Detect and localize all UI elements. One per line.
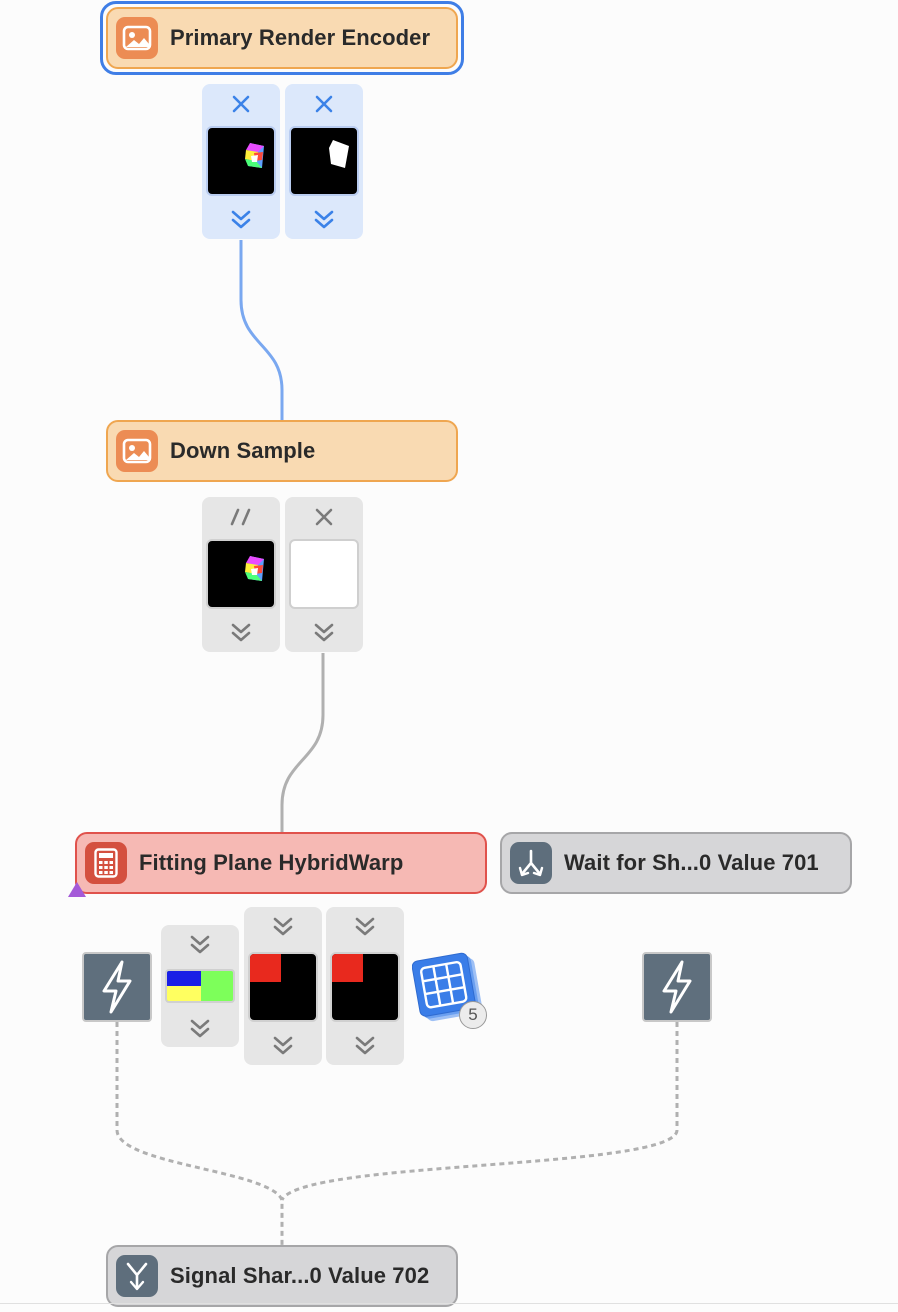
attachment-slot-color[interactable] xyxy=(202,497,280,652)
wire-downsample-to-fitting xyxy=(280,653,325,832)
grid-stack-icon xyxy=(411,952,483,1022)
selection-outline xyxy=(100,1,464,75)
texture-thumbnail[interactable] xyxy=(248,952,318,1022)
chevron-double-down-icon[interactable] xyxy=(202,617,280,647)
wire-trigger-left-to-signal xyxy=(115,1022,284,1246)
node-title: Wait for Sh...0 Value 701 xyxy=(564,850,819,875)
texture-thumbnail[interactable] xyxy=(289,126,359,196)
calculator-icon xyxy=(85,842,127,884)
texture-output-slot[interactable] xyxy=(326,907,404,1065)
buffer-input-slot[interactable] xyxy=(161,925,239,1047)
count-badge: 5 xyxy=(459,1001,487,1029)
image-icon xyxy=(116,430,158,472)
node-title: Down Sample xyxy=(170,438,316,463)
texture-input-slot[interactable] xyxy=(244,907,322,1065)
chevron-double-down-icon[interactable] xyxy=(285,617,363,647)
texture-thumbnail[interactable] xyxy=(330,952,400,1022)
node-wait-for-shared-event[interactable]: Wait for Sh...0 Value 701 xyxy=(500,832,852,894)
image-icon xyxy=(116,17,158,59)
wire-encoder-to-downsample xyxy=(239,240,284,420)
chevron-double-down-icon[interactable] xyxy=(161,929,239,959)
chevron-double-down-icon[interactable] xyxy=(285,204,363,234)
chevron-double-down-icon[interactable] xyxy=(161,1013,239,1043)
bottom-divider xyxy=(0,1303,898,1304)
merge-icon xyxy=(116,1255,158,1297)
chevron-double-down-icon[interactable] xyxy=(326,911,404,941)
attachment-slot-depth[interactable] xyxy=(285,84,363,239)
close-icon[interactable] xyxy=(202,89,280,119)
event-trigger-right[interactable] xyxy=(642,952,712,1022)
warning-indicator-icon[interactable] xyxy=(68,882,86,897)
node-title: Signal Shar...0 Value 702 xyxy=(170,1263,430,1288)
event-trigger-left[interactable] xyxy=(82,952,152,1022)
node-title: Fitting Plane HybridWarp xyxy=(139,850,404,875)
texture-thumbnail[interactable] xyxy=(289,539,359,609)
close-icon[interactable] xyxy=(285,89,363,119)
lightning-bolt-icon xyxy=(662,960,692,1014)
lightning-bolt-icon xyxy=(102,960,132,1014)
buffer-thumbnail[interactable] xyxy=(165,969,235,1003)
resource-stack[interactable]: 5 xyxy=(411,950,492,1030)
wire-trigger-right-to-signal xyxy=(280,1022,679,1201)
node-primary-render-encoder[interactable]: Primary Render Encoder xyxy=(106,7,458,69)
chevron-double-down-icon[interactable] xyxy=(244,1030,322,1060)
chevron-double-down-icon[interactable] xyxy=(202,204,280,234)
attachment-slot-depth[interactable] xyxy=(285,497,363,652)
texture-thumbnail[interactable] xyxy=(206,126,276,196)
chevron-double-down-icon[interactable] xyxy=(244,911,322,941)
node-fitting-plane-hybridwarp[interactable]: Fitting Plane HybridWarp xyxy=(75,832,487,894)
close-icon[interactable] xyxy=(285,502,363,532)
chevron-double-down-icon[interactable] xyxy=(326,1030,404,1060)
node-signal-shared-event[interactable]: Signal Shar...0 Value 702 xyxy=(106,1245,458,1307)
texture-thumbnail[interactable] xyxy=(206,539,276,609)
fork-icon xyxy=(510,842,552,884)
node-down-sample[interactable]: Down Sample xyxy=(106,420,458,482)
dont-care-icon[interactable] xyxy=(202,502,280,532)
attachment-slot-color[interactable] xyxy=(202,84,280,239)
node-title: Primary Render Encoder xyxy=(170,25,431,50)
